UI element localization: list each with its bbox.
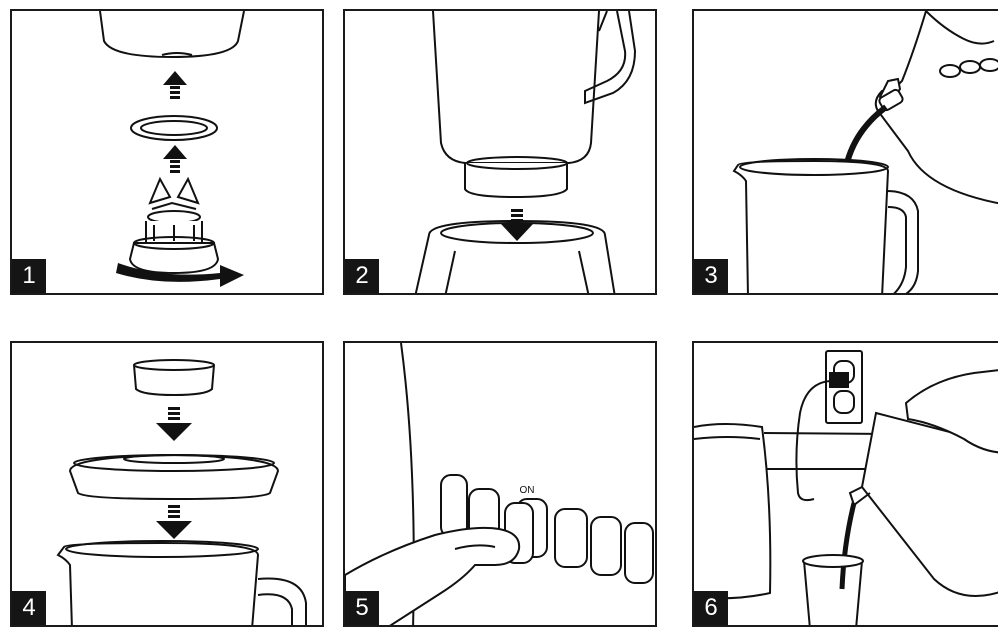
step-1-panel: 1 [10,9,324,295]
step-number: 2 [345,259,379,293]
step-1-illustration [12,11,324,295]
step-3-panel: 3 [692,9,998,295]
step-5-panel: ON 5 [343,341,657,627]
step-number: 4 [12,591,46,625]
step-3-illustration [694,11,998,295]
step-number: 5 [345,591,379,625]
step-6-illustration [694,343,998,627]
step-4-illustration [12,343,324,627]
step-2-illustration [345,11,657,295]
step-number: 3 [694,259,728,293]
step-2-panel: 2 [343,9,657,295]
step-5-illustration: ON [345,343,657,627]
on-label: ON [520,485,535,496]
step-6-panel: 6 [692,341,998,627]
step-4-panel: 4 [10,341,324,627]
step-number: 1 [12,259,46,293]
step-number: 6 [694,591,728,625]
